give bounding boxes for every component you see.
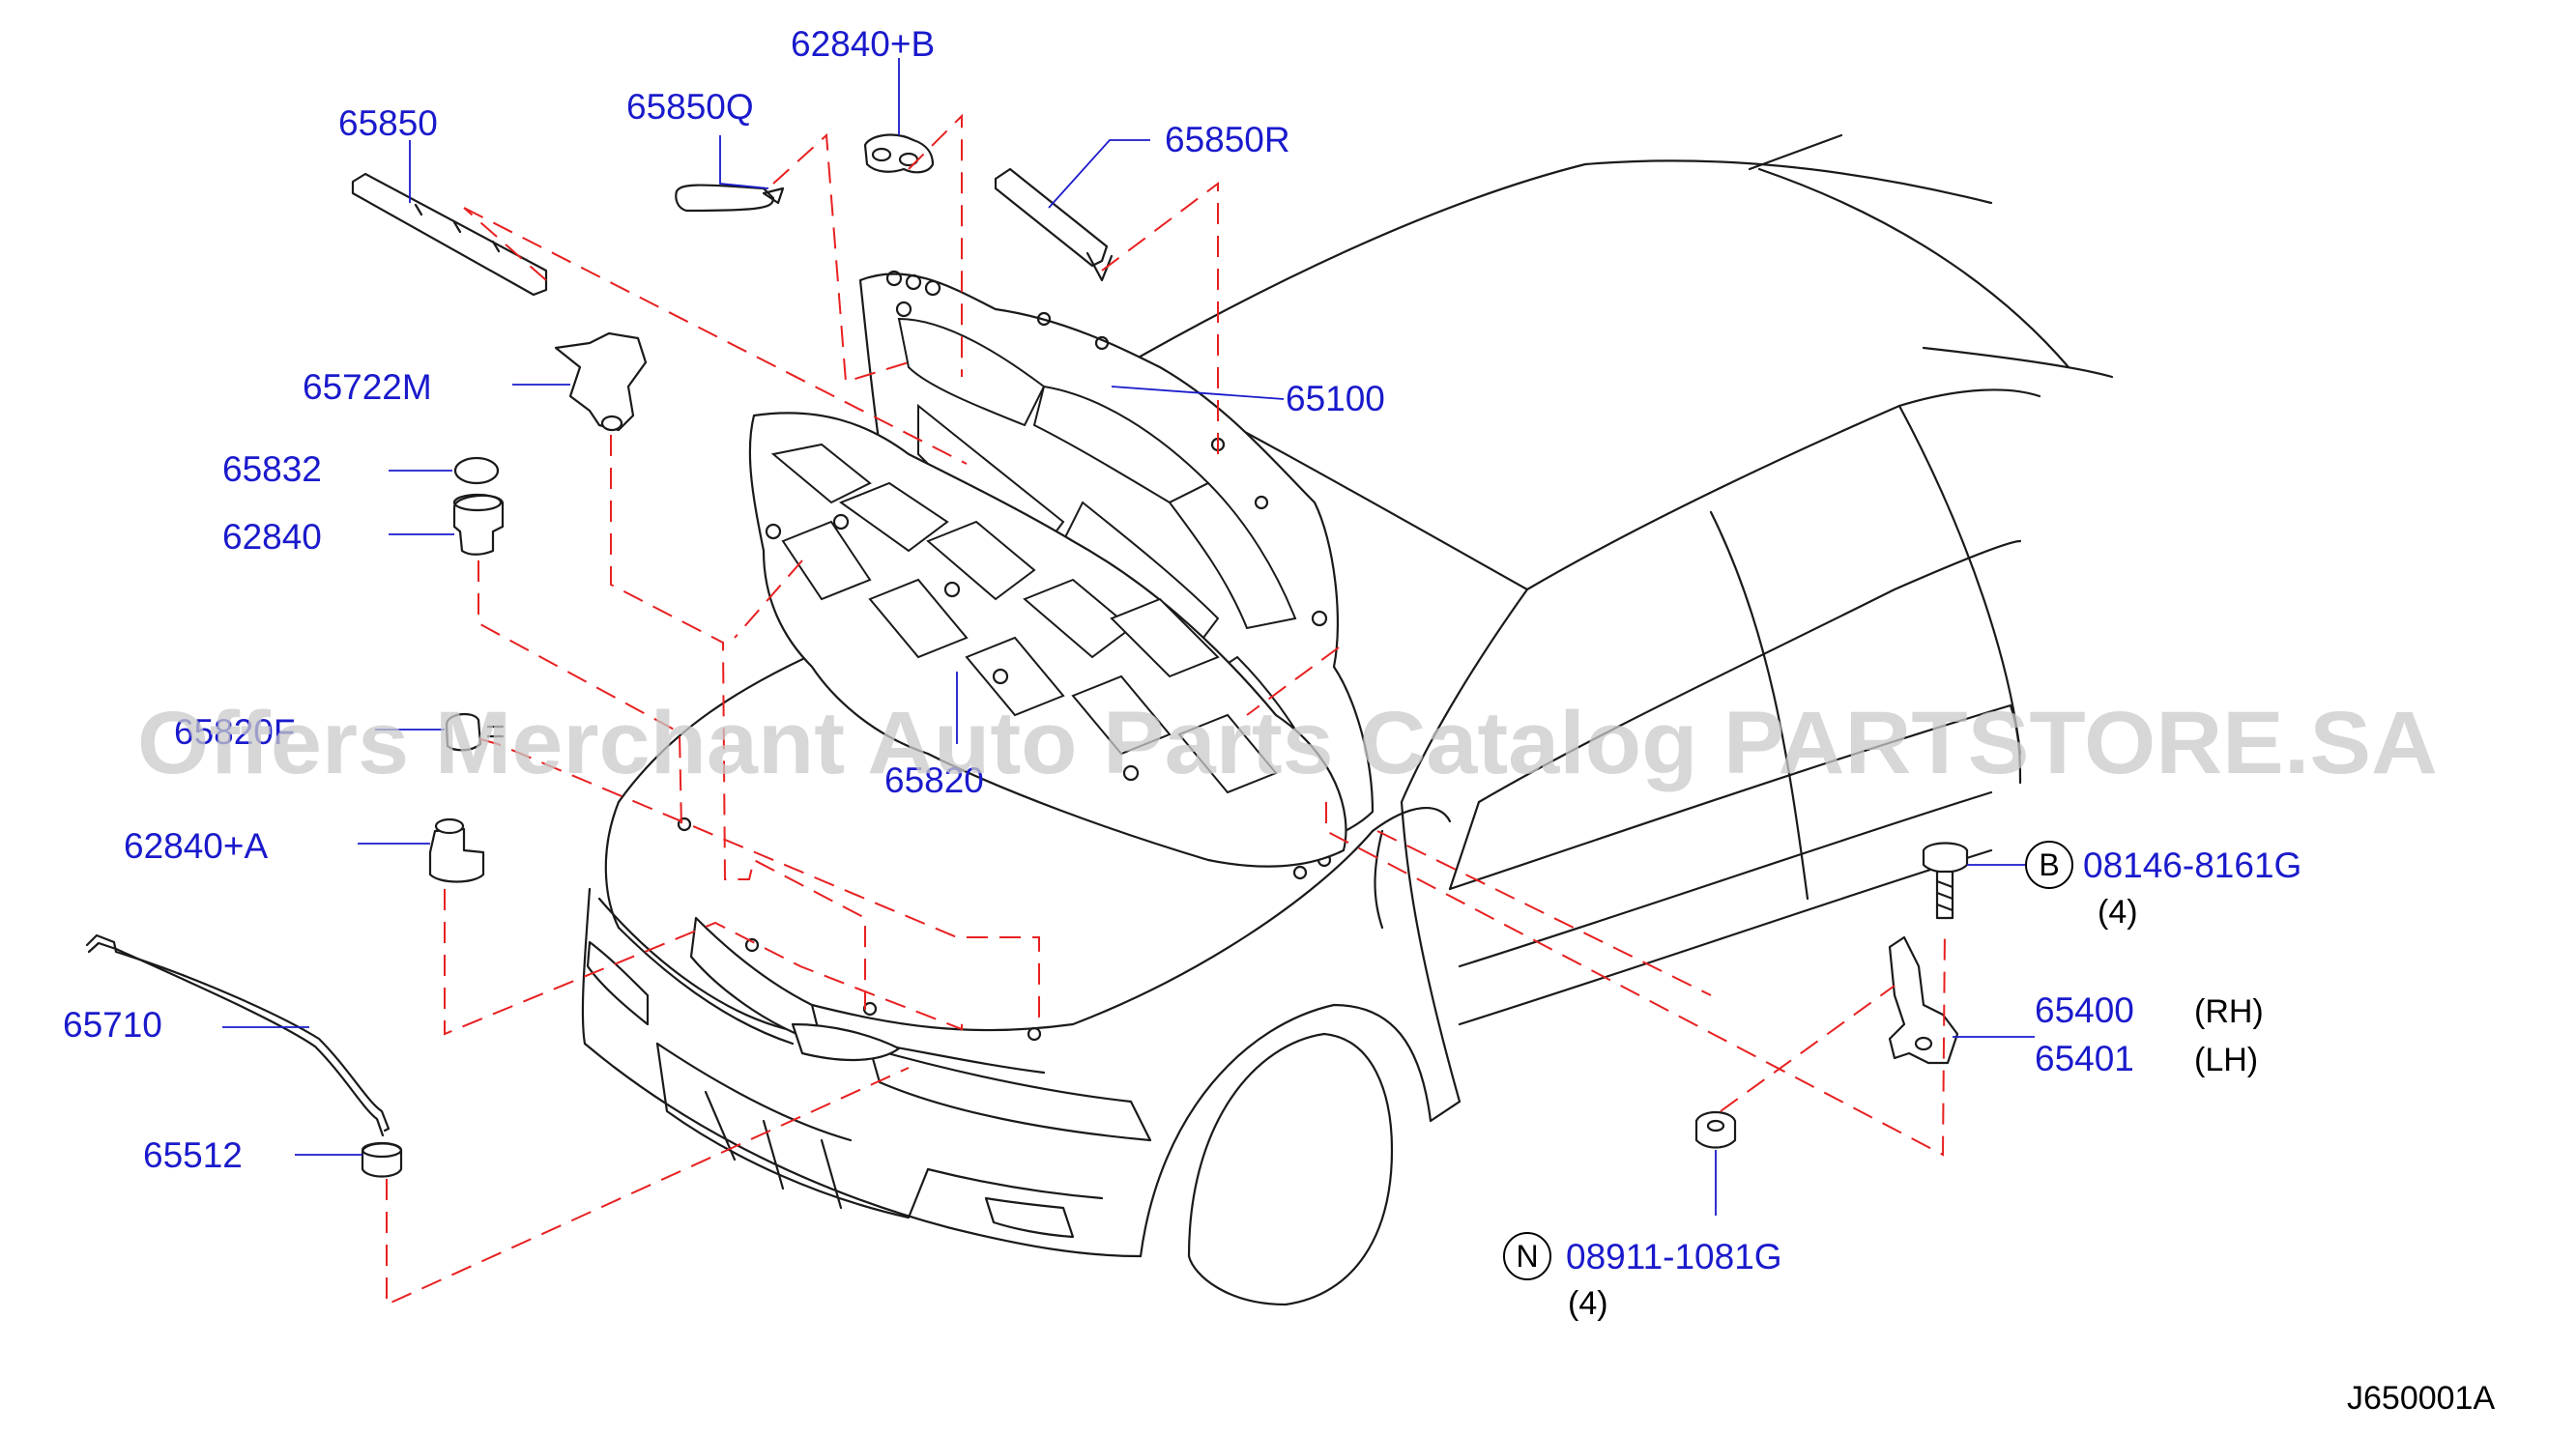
label-65400-side: (RH) bbox=[2194, 993, 2264, 1030]
part-labels: 65850 65850Q 62840+B 65850R 65722M 65100… bbox=[63, 24, 2264, 1175]
part-65850-molding bbox=[351, 172, 548, 297]
label-65401-side: (LH) bbox=[2194, 1042, 2258, 1078]
watermark-text: Offers Merchant Auto Parts Catalog PARTS… bbox=[137, 694, 2438, 792]
fastener-callout-n: N 08911-1081G (4) bbox=[1503, 1232, 1782, 1322]
part-65512-stay-clip bbox=[361, 1141, 403, 1178]
label-62840a: 62840+A bbox=[124, 826, 268, 866]
part-65832-grommet bbox=[453, 456, 500, 485]
part-65820f-clip bbox=[445, 712, 505, 752]
symbol-n: N bbox=[1516, 1239, 1538, 1274]
label-65820: 65820 bbox=[884, 760, 984, 800]
label-65850r: 65850R bbox=[1165, 120, 1290, 159]
label-65832: 65832 bbox=[222, 449, 322, 489]
part-62840-bumper bbox=[452, 493, 505, 556]
symbol-b: B bbox=[2039, 847, 2059, 882]
fastener-08146-bolt bbox=[1922, 842, 1969, 920]
label-65850q: 65850Q bbox=[626, 87, 754, 127]
label-08146-8161g: 08146-8161G bbox=[2083, 846, 2301, 885]
label-62840: 62840 bbox=[222, 517, 322, 557]
part-65400-65401-hinge bbox=[1888, 935, 1959, 1065]
label-62840b: 62840+B bbox=[791, 24, 935, 64]
part-65850r-seal bbox=[994, 167, 1114, 282]
leader-lines bbox=[222, 58, 2035, 1216]
fastener-callout-b: B 08146-8161G (4) bbox=[2025, 841, 2301, 931]
part-62840b-bumper-stop bbox=[863, 133, 935, 174]
fastener-08911-nut bbox=[1694, 1110, 1737, 1149]
label-08911-1081g: 08911-1081G bbox=[1566, 1237, 1782, 1276]
label-65722m: 65722M bbox=[303, 367, 432, 407]
part-65722m-bracket bbox=[554, 331, 648, 432]
car-body-illustration bbox=[581, 133, 2114, 1306]
label-65401: 65401 bbox=[2035, 1039, 2134, 1078]
diagram-code: J650001A bbox=[2347, 1380, 2495, 1417]
qty-08911-1081g: (4) bbox=[1568, 1285, 1608, 1322]
label-65850: 65850 bbox=[338, 103, 438, 143]
part-62840a-bumper bbox=[428, 817, 485, 883]
hood-insulator-65820 bbox=[748, 412, 1347, 868]
part-65710-hood-stay bbox=[85, 933, 391, 1137]
label-65400: 65400 bbox=[2035, 990, 2134, 1030]
assembly-guide-lines bbox=[386, 113, 1946, 1306]
part-65850q-seal bbox=[675, 184, 785, 213]
label-65100: 65100 bbox=[1286, 379, 1385, 418]
label-65710: 65710 bbox=[63, 1005, 162, 1045]
label-65820f: 65820F bbox=[174, 712, 296, 752]
label-65512: 65512 bbox=[143, 1135, 243, 1175]
qty-08146-8161g: (4) bbox=[2098, 894, 2138, 931]
